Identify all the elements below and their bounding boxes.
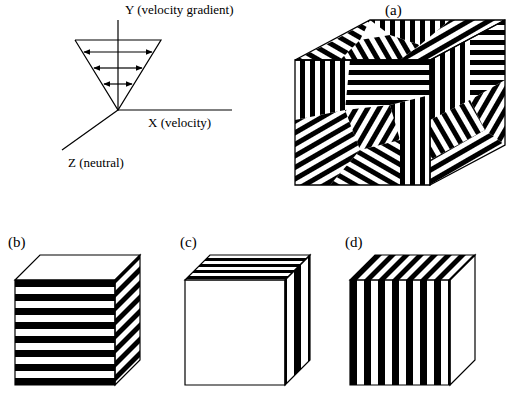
panel-letter: (c) <box>180 234 197 251</box>
panel-letter: (a) <box>385 2 402 19</box>
axis-label: Z (neutral) <box>68 156 124 170</box>
panel-letter: (d) <box>345 234 363 251</box>
axis-label: Y (velocity gradient) <box>125 3 234 17</box>
axis-label: X (velocity) <box>148 116 211 130</box>
panel-letter: (b) <box>8 234 26 251</box>
